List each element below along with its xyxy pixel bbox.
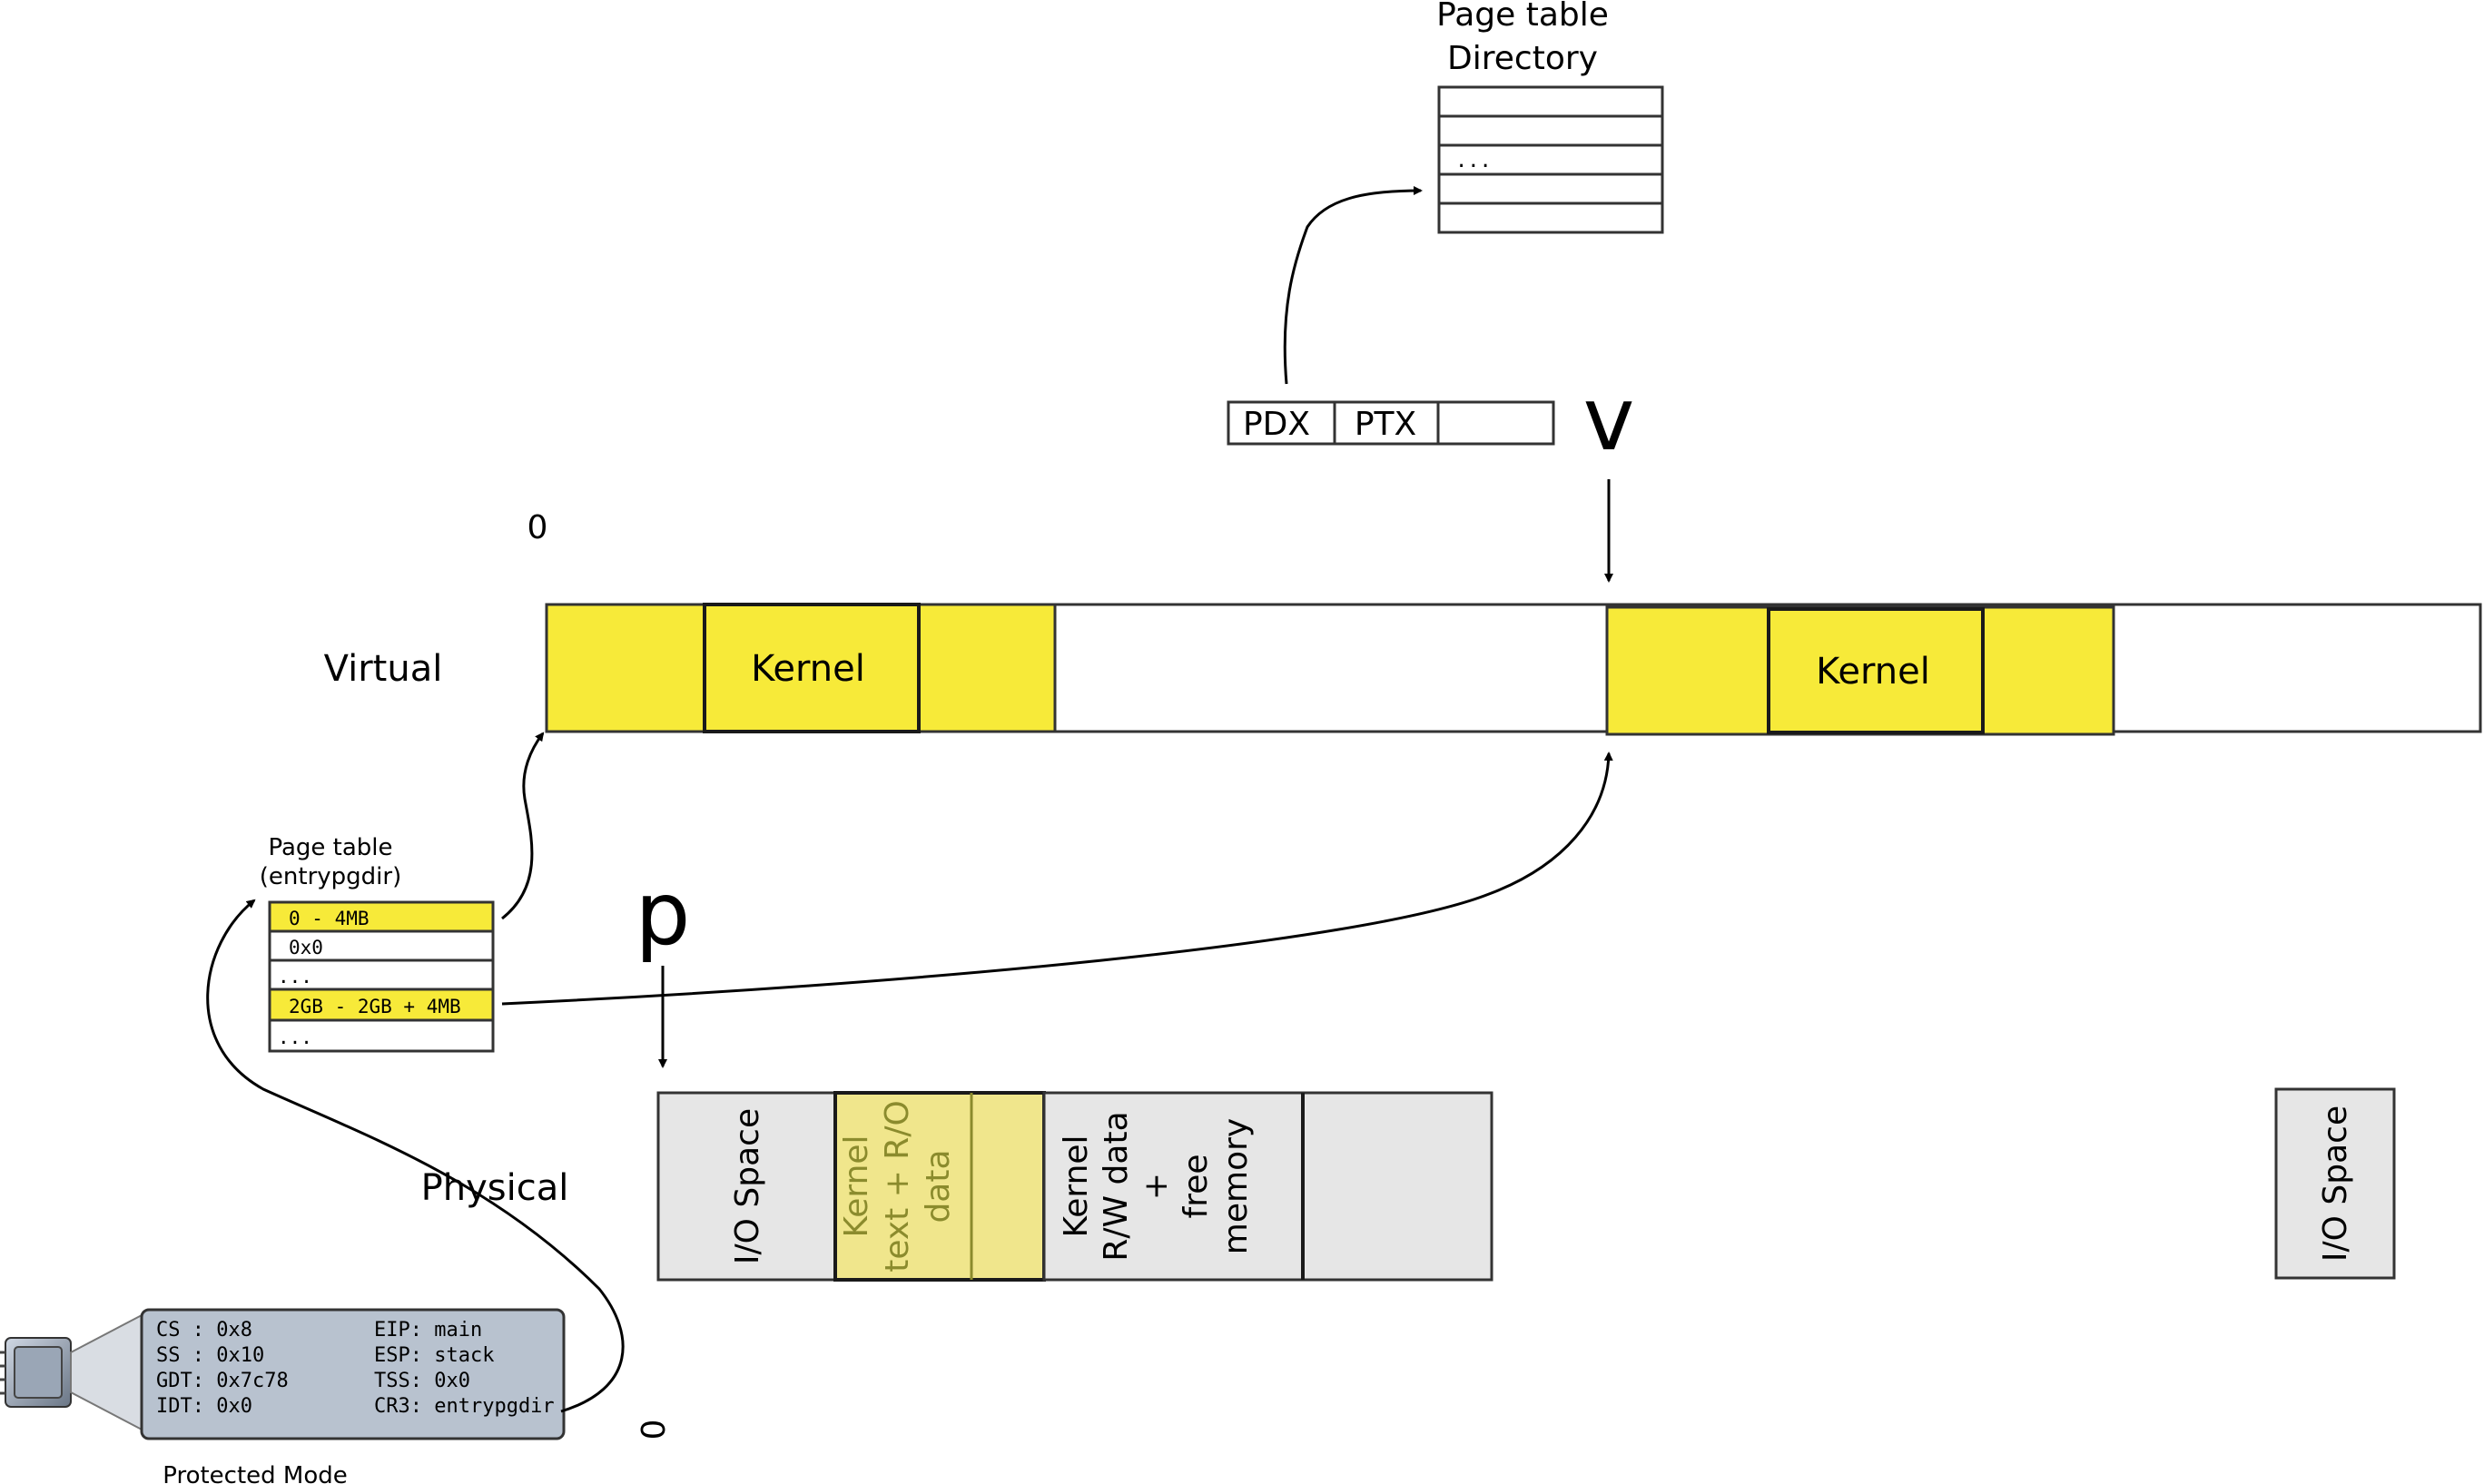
virtual-label: Virtual: [324, 648, 443, 690]
register-ss: SS : 0x10: [156, 1344, 264, 1367]
page-table-row-2-text: ...: [278, 966, 312, 988]
cr3-to-page-table-arrow: [206, 899, 625, 1413]
page-table-row-4: [268, 1018, 495, 1053]
page-table-row-4-text: ...: [278, 1027, 312, 1048]
page-table-row-0-text: 0 - 4MB: [289, 908, 370, 929]
page-table-title-line1: Page table: [268, 834, 392, 861]
register-gdt: GDT: 0x7c78: [156, 1370, 289, 1392]
page-table-row-1-text: 0x0: [289, 937, 323, 958]
physical-kernel-text-region: [833, 1091, 1046, 1282]
linear-address: PDX PTX: [1227, 400, 1555, 446]
register-tss: TSS: 0x0: [374, 1370, 470, 1392]
page-directory-title-line1: Page table: [1436, 0, 1609, 34]
physical-high-io-region: I/O Space: [2274, 1087, 2396, 1280]
page-directory-title-line2: Directory: [1447, 40, 1598, 77]
page-directory-table: [1437, 85, 1664, 234]
register-esp: ESP: stack: [374, 1344, 494, 1367]
page-table-row-3-text: 2GB - 2GB + 4MB: [289, 996, 461, 1017]
virtual-zero-label: 0: [527, 509, 548, 546]
kernel-text-line-1: text + R/O: [879, 1100, 916, 1273]
virtual-address-marker: v: [1583, 369, 1635, 470]
physical-io-label: I/O Space: [729, 1108, 766, 1264]
register-cr3: CR3: entrypgdir: [374, 1395, 555, 1418]
physical-high-io-label: I/O Space: [2317, 1106, 2354, 1262]
virtual-high-kernel-label: Kernel: [1816, 651, 1930, 693]
virtual-low-kernel-label: Kernel: [751, 648, 865, 690]
physical-kernel-rw-label: Kernel R/W data + free memory: [1058, 1111, 1255, 1261]
page-table-title-line2: (entrypgdir): [260, 863, 401, 890]
register-eip: EIP: main: [374, 1319, 482, 1341]
cpu-zoom-cone: [70, 1312, 144, 1432]
register-idt: IDT: 0x0: [156, 1395, 252, 1418]
page-directory: Page table Directory ...: [1436, 0, 1664, 234]
physical-kernel-rw-region: [1042, 1091, 1305, 1282]
linear-address-box: [1227, 400, 1555, 446]
physical-address-marker: p: [636, 863, 691, 965]
register-cs: CS : 0x8: [156, 1319, 252, 1341]
pdx-to-directory-arrow: [1283, 186, 1423, 385]
virtual-high-kernel-box: [1767, 607, 1985, 734]
kernel-rw-line-2: +: [1138, 1173, 1175, 1200]
virtual-low-kernel-box: [703, 603, 921, 733]
physical-zero-label: 0: [636, 1420, 673, 1440]
physical-address-bar: I/O Space Kernel text + R/O data Kernel …: [656, 1091, 1493, 1282]
page-table-row-2: [268, 958, 495, 991]
virtual-address-bar: Kernel Kernel: [545, 603, 2482, 736]
cpu-registers: CS : 0x8 EIP: main SS : 0x10 ESP: stack …: [156, 1319, 555, 1418]
cpu-register-panel: [140, 1308, 566, 1440]
kernel-rw-line-3: free: [1178, 1155, 1215, 1219]
kernel-text-line-0: Kernel: [838, 1135, 875, 1237]
kernel-rw-line-0: Kernel: [1058, 1135, 1095, 1237]
cpu-chip-icon: [0, 1337, 72, 1408]
physical-io-region: [656, 1091, 837, 1282]
high-mapping-arrow: [501, 752, 1613, 1006]
page-table-row-3: [268, 988, 495, 1022]
protected-mode-label: Protected Mode: [163, 1462, 348, 1484]
entry-page-table: Page table (entrypgdir) 0 - 4MB 0x0 ... …: [260, 834, 495, 1053]
ptx-field: PTX: [1355, 406, 1416, 443]
kernel-rw-line-1: R/W data: [1098, 1111, 1135, 1261]
pdx-field: PDX: [1243, 406, 1310, 443]
kernel-rw-line-4: memory: [1217, 1118, 1255, 1254]
physical-kernel-text-label: Kernel text + R/O data: [838, 1100, 957, 1273]
page-table-row-1: [268, 929, 495, 962]
kernel-text-line-2: data: [920, 1149, 957, 1223]
page-directory-ellipsis: ...: [1455, 150, 1492, 172]
low-mapping-arrow: [501, 732, 545, 920]
